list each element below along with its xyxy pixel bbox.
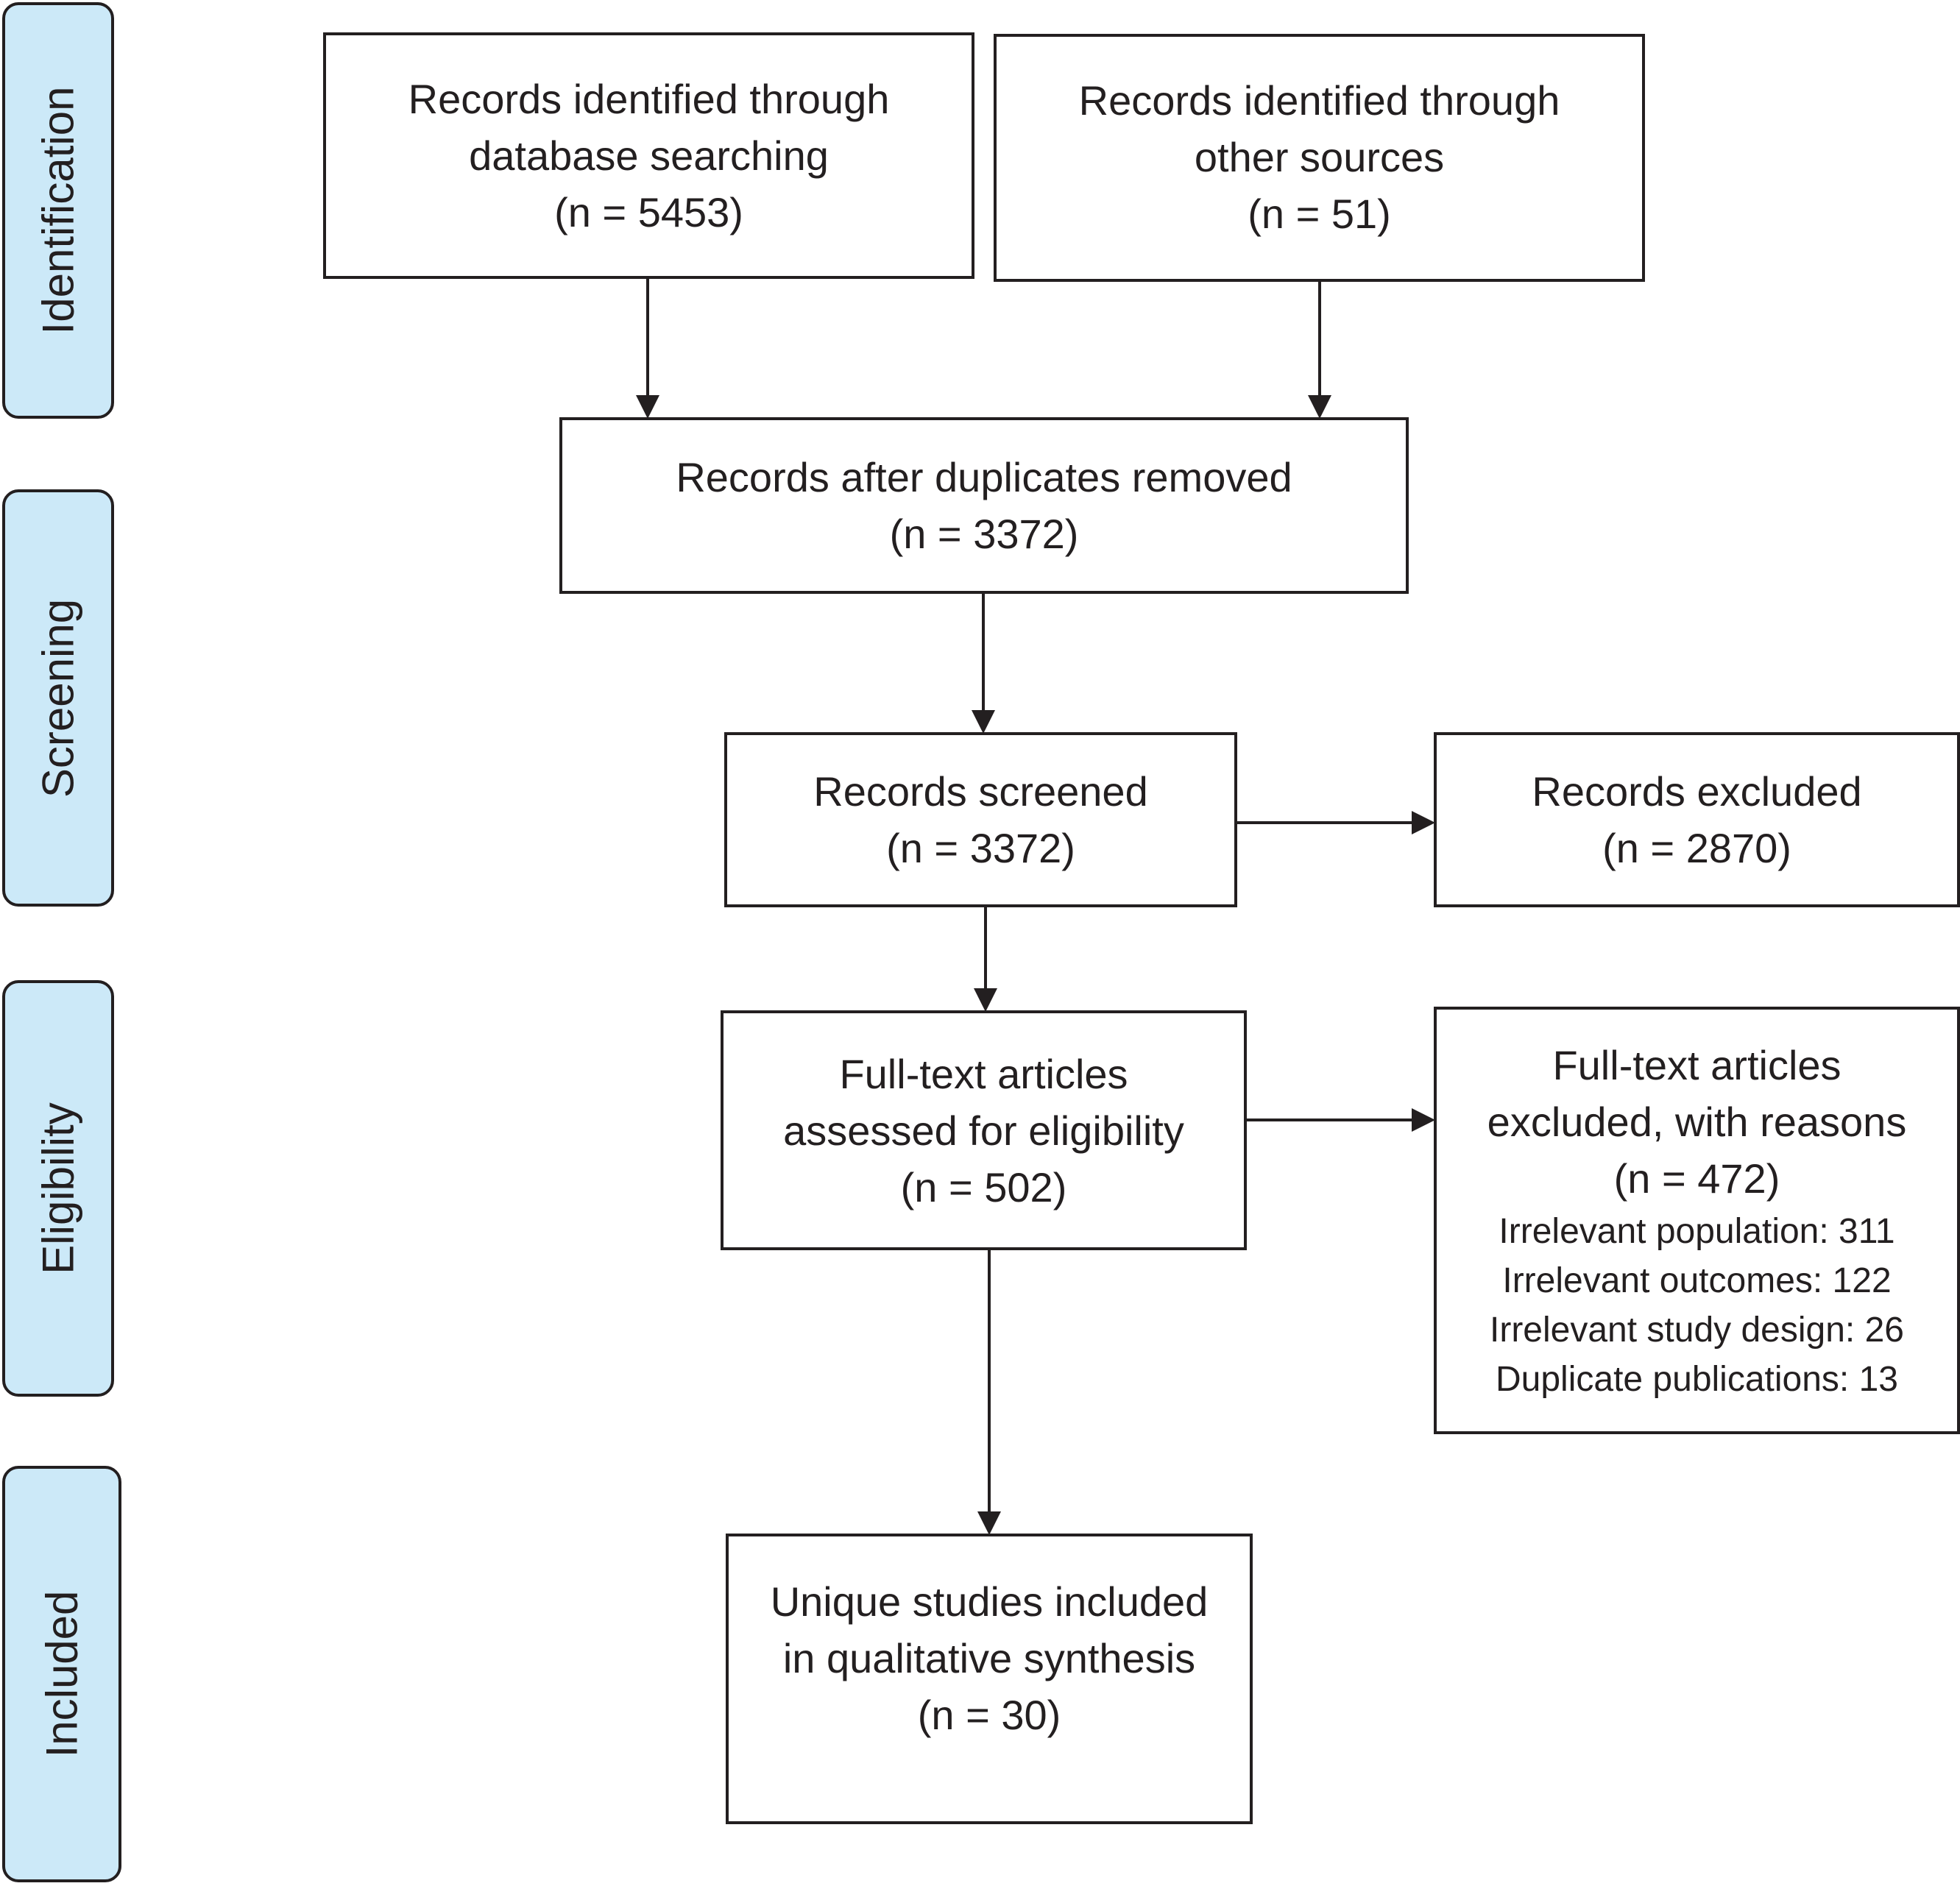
full-text-excluded-line-2: excluded, with reasons (1487, 1099, 1907, 1145)
full-text-excluded-box: Full-text articles excluded, with reason… (1434, 1007, 1960, 1434)
records-excluded-line-1: Records excluded (1532, 768, 1862, 815)
other-sources-box: Records identified through other sources… (994, 34, 1645, 282)
after-duplicates-count: (n = 3372) (889, 511, 1079, 557)
records-screened-count: (n = 3372) (886, 825, 1075, 871)
exclusion-reason: Irrelevant study design: 26 (1490, 1311, 1904, 1350)
full-text-assessed-line-2: assessed for eligibility (783, 1107, 1184, 1154)
included-studies-count: (n = 30) (917, 1692, 1061, 1738)
full-text-assessed-line-1: Full-text articles (839, 1050, 1128, 1097)
records-excluded-box: Records excluded (n = 2870) (1434, 732, 1960, 907)
full-text-excluded-count: (n = 472) (1613, 1155, 1780, 1202)
stage-included: Included (2, 1466, 121, 1882)
stage-eligibility: Eligibility (2, 980, 114, 1397)
included-studies-line-2: in qualitative synthesis (782, 1635, 1196, 1681)
exclusion-reason: Duplicate publications: 13 (1495, 1360, 1898, 1399)
database-records-count: (n = 5453) (554, 189, 743, 235)
stage-identification: Identification (2, 2, 114, 419)
other-sources-line-1: Records identified through (1078, 77, 1560, 124)
database-records-box: Records identified through database sear… (323, 32, 974, 279)
stage-identification-label: Identification (33, 86, 83, 335)
included-studies-line-1: Unique studies included (770, 1578, 1209, 1625)
after-duplicates-line-1: Records after duplicates removed (676, 454, 1292, 500)
exclusion-reason: Irrelevant outcomes: 122 (1502, 1261, 1892, 1300)
stage-eligibility-label: Eligibility (33, 1102, 83, 1275)
exclusion-reason: Irrelevant population: 311 (1499, 1212, 1895, 1251)
database-records-line-2: database searching (469, 132, 829, 179)
full-text-assessed-count: (n = 502) (900, 1163, 1067, 1210)
records-screened-box: Records screened (n = 3372) (724, 732, 1237, 907)
database-records-line-1: Records identified through (408, 76, 890, 122)
other-sources-line-2: other sources (1194, 134, 1445, 180)
stage-screening: Screening (2, 489, 114, 907)
stage-screening-label: Screening (33, 598, 83, 798)
records-excluded-count: (n = 2870) (1602, 825, 1791, 871)
other-sources-count: (n = 51) (1248, 191, 1391, 237)
included-studies-box: Unique studies included in qualitative s… (726, 1534, 1253, 1824)
after-duplicates-box: Records after duplicates removed (n = 33… (559, 417, 1409, 594)
stage-included-label: Included (37, 1590, 87, 1758)
full-text-excluded-line-1: Full-text articles (1552, 1042, 1842, 1088)
records-screened-line-1: Records screened (813, 768, 1148, 815)
full-text-assessed-box: Full-text articles assessed for eligibil… (721, 1010, 1247, 1250)
